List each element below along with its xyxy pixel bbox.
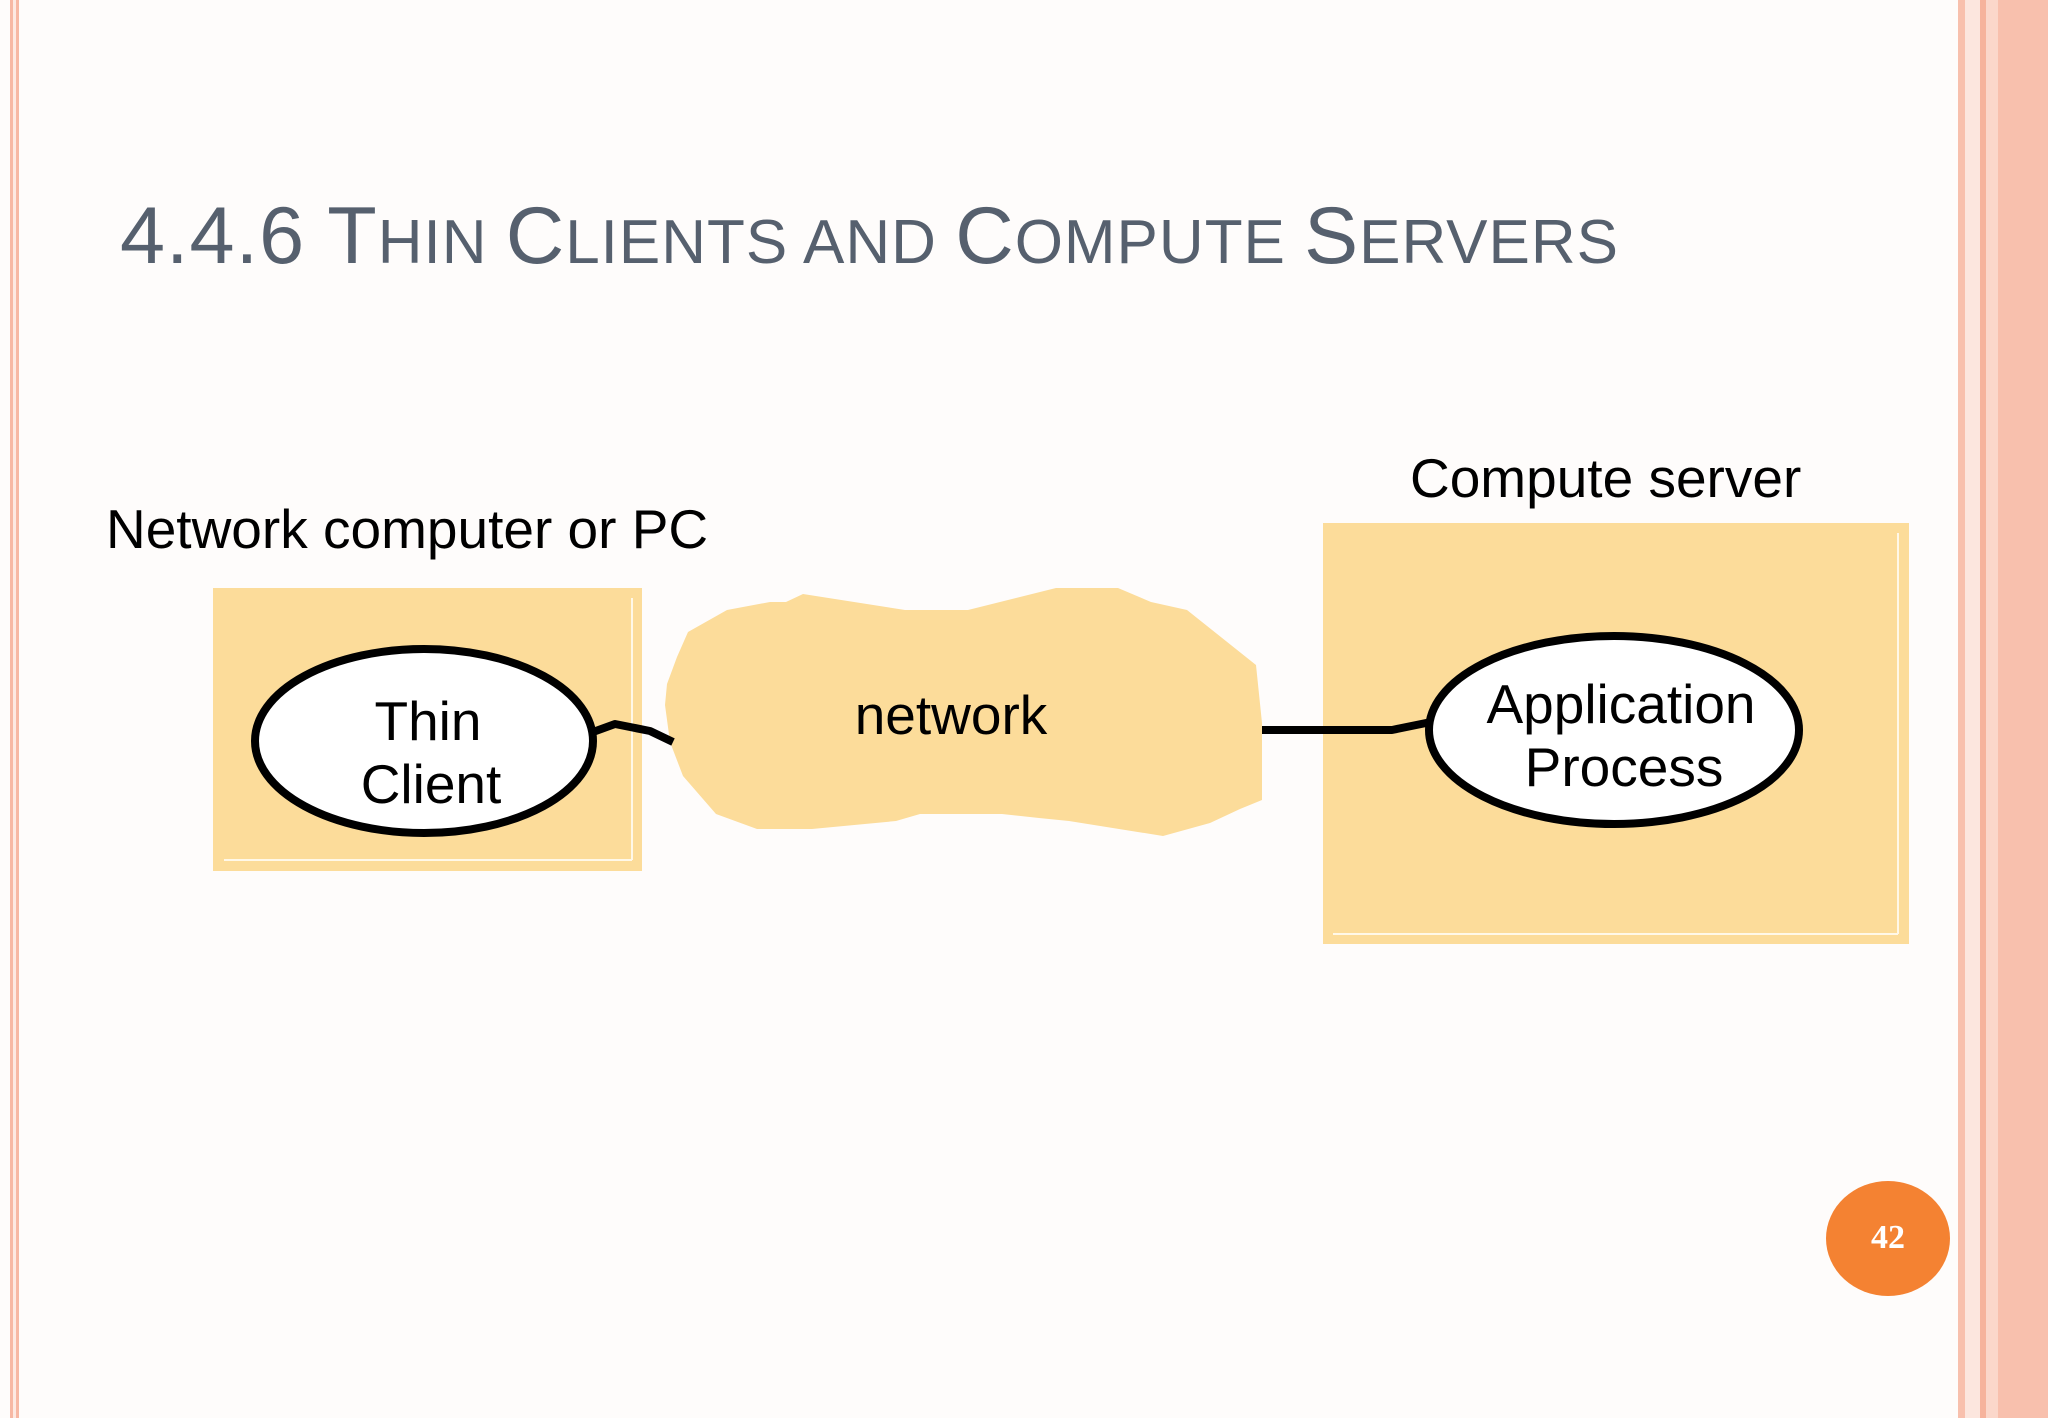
client-network-link [591,720,675,746]
title-part: LIENTS AND [565,208,956,277]
title-part: OMPUTE [1014,208,1305,277]
server-network-link [1262,718,1432,734]
thin-client-node [251,645,597,837]
title-part: HIN [377,208,506,277]
server-node-label-line2: Process [1525,736,1724,798]
client-node-label-line2: Client [361,753,502,815]
title-part: 4.4.6 T [120,191,378,281]
slide-title: 4.4.6 THIN CLIENTS AND COMPUTE SERVERS [120,190,1619,283]
title-part: C [505,191,566,281]
server-node-label-line1: Application [1486,673,1755,735]
network-cloud [665,588,1262,836]
application-process-node [1425,632,1803,828]
left-decorative-border [10,0,22,1418]
title-part: ERVERS [1359,208,1620,277]
page-number: 42 [1871,1219,1905,1256]
network-label: network [855,684,1048,746]
client-node-label-line1: Thin [375,690,482,752]
client-box-label: Network computer or PC [106,498,708,560]
right-decorative-border [1958,0,2048,1418]
title-part: S [1304,191,1360,281]
title-part: C [955,191,1015,281]
server-box-label: Compute server [1410,447,1801,509]
page-number-badge [1826,1181,1950,1296]
